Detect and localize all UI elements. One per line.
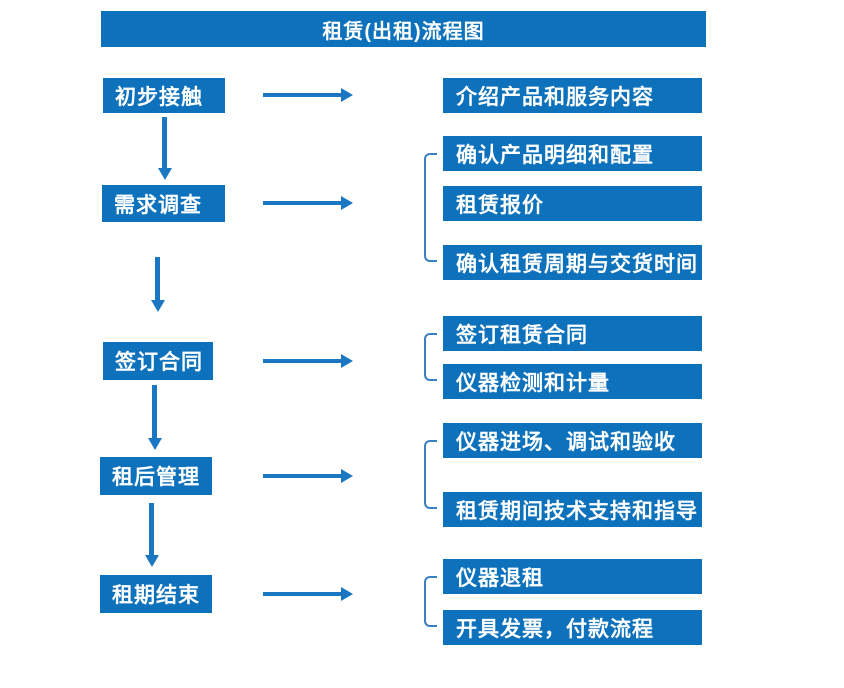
arrow-head (145, 555, 159, 567)
step-box-initial-contact: 初步接触 (103, 78, 225, 113)
arrow-shaft (263, 592, 342, 596)
arrow-shaft (263, 93, 342, 97)
output-box: 仪器退租 (443, 559, 702, 594)
arrow-right-icon (263, 587, 353, 601)
arrow-head (158, 168, 172, 180)
arrow-head (341, 354, 353, 368)
flowchart-title: 租赁(出租)流程图 (101, 11, 706, 47)
arrow-head (341, 587, 353, 601)
arrow-shaft (263, 359, 342, 363)
output-box: 开具发票，付款流程 (443, 610, 702, 645)
arrow-shaft (155, 257, 160, 301)
arrow-shaft (263, 474, 342, 478)
arrow-head (341, 196, 353, 210)
step-box-rental-end: 租期结束 (100, 575, 212, 613)
arrow-right-icon (263, 196, 353, 210)
arrow-down-icon (148, 385, 162, 450)
arrow-head (341, 88, 353, 102)
arrow-down-icon (145, 503, 159, 567)
bracket-group-rental-end (424, 576, 437, 627)
arrow-right-icon (263, 88, 353, 102)
arrow-shaft (162, 117, 167, 169)
output-box: 确认产品明细和配置 (443, 136, 702, 171)
arrow-shaft (263, 201, 342, 205)
arrow-shaft (149, 503, 154, 556)
output-box: 租赁报价 (443, 186, 702, 221)
arrow-head (148, 438, 162, 450)
arrow-down-icon (151, 257, 165, 312)
arrow-head (341, 469, 353, 483)
arrow-down-icon (158, 117, 172, 180)
arrow-head (151, 300, 165, 312)
output-box: 仪器进场、调试和验收 (443, 423, 702, 458)
arrow-right-icon (263, 469, 353, 483)
bracket-group-post-rental (424, 440, 437, 509)
bracket-group-demand-survey (424, 153, 437, 262)
output-box: 确认租赁周期与交货时间 (443, 245, 702, 280)
output-box: 仪器检测和计量 (443, 364, 702, 399)
arrow-right-icon (263, 354, 353, 368)
arrow-shaft (152, 385, 157, 439)
bracket-group-sign-contract (424, 333, 437, 381)
step-box-demand-survey: 需求调查 (102, 185, 225, 222)
step-box-sign-contract: 签订合同 (103, 342, 213, 380)
output-box: 签订租赁合同 (443, 316, 702, 351)
output-box: 介绍产品和服务内容 (443, 78, 702, 113)
output-box: 租赁期间技术支持和指导 (443, 492, 702, 527)
step-box-post-rental-management: 租后管理 (100, 457, 212, 495)
